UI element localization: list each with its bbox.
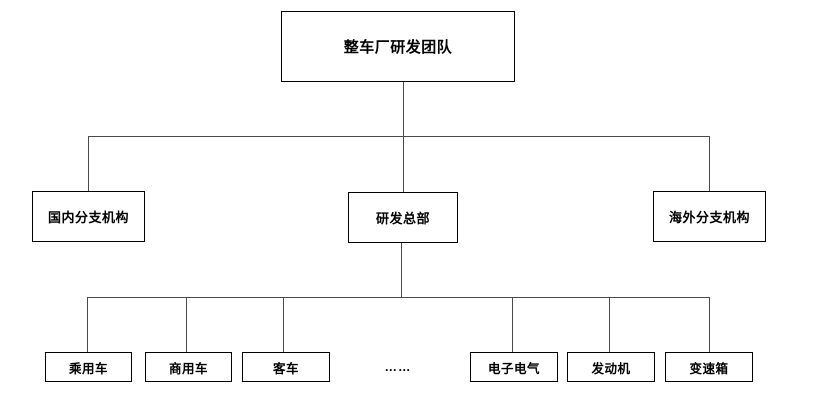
org-node-overseas-branch[interactable]: 海外分支机构 [653, 191, 766, 242]
org-node-transmission[interactable]: 变速箱 [665, 352, 753, 382]
org-node-root[interactable]: 整车厂研发团队 [281, 11, 515, 82]
org-node-engine[interactable]: 发动机 [567, 352, 655, 382]
org-node-domestic-branch-label: 国内分支机构 [47, 210, 129, 225]
org-node-overseas-branch-label: 海外分支机构 [668, 210, 750, 225]
connector-level2-bus [88, 136, 710, 137]
org-node-electronics-electrical-label: 电子电气 [487, 361, 540, 376]
org-node-ellipsis-label: …… [384, 360, 412, 374]
org-node-domestic-branch[interactable]: 国内分支机构 [32, 191, 145, 242]
org-node-engine-label: 发动机 [591, 361, 631, 376]
connector-drop-commercial-vehicle [186, 297, 187, 352]
connector-rnd-hq-stem [401, 243, 402, 297]
connector-drop-rnd-hq [403, 136, 404, 192]
org-node-transmission-label: 变速箱 [689, 361, 729, 376]
org-node-passenger-vehicle[interactable]: 乘用车 [45, 352, 132, 382]
connector-drop-transmission [709, 297, 710, 352]
connector-drop-passenger-vehicle [87, 297, 88, 352]
org-node-rnd-hq-label: 研发总部 [375, 211, 430, 226]
connector-drop-engine [609, 297, 610, 352]
connector-drop-domestic-branch [88, 136, 89, 191]
connector-drop-bus [283, 297, 284, 352]
connector-root-stem [403, 82, 404, 136]
connector-drop-overseas-branch [709, 136, 710, 191]
org-node-electronics-electrical[interactable]: 电子电气 [470, 352, 558, 382]
org-node-bus-label: 客车 [272, 361, 299, 376]
org-node-root-label: 整车厂研发团队 [343, 39, 453, 56]
org-node-rnd-hq[interactable]: 研发总部 [348, 192, 458, 243]
org-node-commercial-vehicle-label: 商用车 [168, 361, 208, 376]
org-node-bus[interactable]: 客车 [242, 352, 330, 382]
connector-level3-bus [87, 297, 710, 298]
org-node-ellipsis: …… [375, 356, 421, 378]
org-node-passenger-vehicle-label: 乘用车 [68, 361, 108, 376]
org-node-commercial-vehicle[interactable]: 商用车 [145, 352, 232, 382]
connector-drop-electronics-electrical [512, 297, 513, 352]
